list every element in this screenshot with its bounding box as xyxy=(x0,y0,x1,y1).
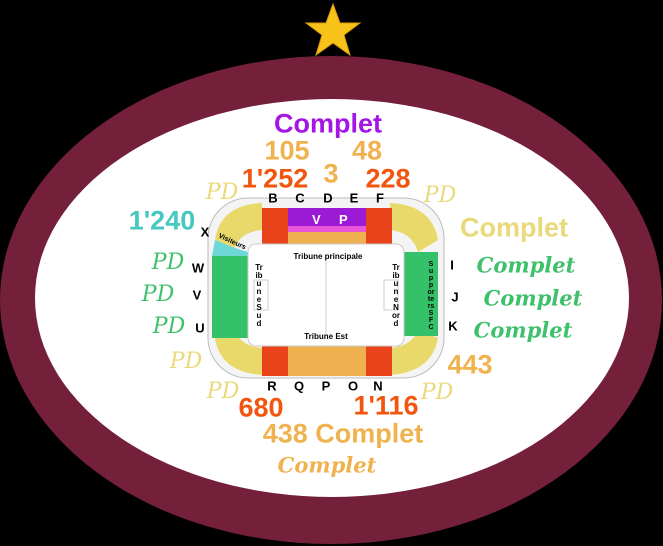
supporters-stand xyxy=(404,252,438,336)
section-o[interactable]: O xyxy=(347,378,359,394)
stand-vip-low xyxy=(288,226,366,232)
section-w[interactable]: W xyxy=(191,260,205,276)
corner-ne xyxy=(390,203,438,252)
section-d[interactable]: D xyxy=(323,190,333,206)
pd-sw2: PD xyxy=(206,379,240,404)
section-j[interactable]: J xyxy=(451,289,459,305)
stand-b xyxy=(262,208,288,244)
se-corner-count: 443 xyxy=(447,349,493,380)
b-count: 1'252 xyxy=(241,163,309,194)
vip-p: P xyxy=(339,212,348,227)
section-p[interactable]: P xyxy=(321,378,331,394)
e-count: 48 xyxy=(351,135,383,166)
stand-cde xyxy=(288,232,366,244)
tribune-nord-label: Tribune Nord xyxy=(392,263,400,328)
section-k[interactable]: K xyxy=(448,318,458,334)
star-icon xyxy=(304,2,362,57)
stand-f xyxy=(366,208,392,244)
corner-sw xyxy=(215,330,262,375)
section-n[interactable]: N xyxy=(373,378,383,394)
n-count: 1'116 xyxy=(353,390,419,421)
section-c[interactable]: C xyxy=(295,190,305,206)
i-status: Complet xyxy=(476,252,576,278)
corner-nw xyxy=(215,203,262,248)
east-status: 438 Complet xyxy=(262,418,424,449)
section-r[interactable]: R xyxy=(267,378,277,394)
east-lower-status: Complet xyxy=(277,452,377,478)
tribune-principale-label: Tribune principale xyxy=(293,252,363,261)
c-count: 105 xyxy=(264,135,310,166)
tribune-sud-label: Tribune Sud xyxy=(255,263,263,328)
section-e[interactable]: E xyxy=(349,190,359,206)
v-status: PD xyxy=(141,282,175,307)
vip-status: Complet xyxy=(274,108,382,139)
f-count: 228 xyxy=(365,163,411,194)
corner-se xyxy=(390,330,438,375)
stand-r xyxy=(262,346,288,376)
ne-corner-status: Complet xyxy=(460,212,568,243)
section-v[interactable]: V xyxy=(192,287,202,303)
pd-se2: PD xyxy=(420,380,454,405)
pd-nw: PD xyxy=(205,180,239,205)
section-i[interactable]: I xyxy=(450,257,454,273)
section-u[interactable]: U xyxy=(195,320,205,336)
section-x[interactable]: X xyxy=(200,224,210,240)
tribune-est-label: Tribune Est xyxy=(304,332,348,341)
x-count: 1'240 xyxy=(128,205,196,236)
section-f[interactable]: F xyxy=(376,190,384,206)
west-stand xyxy=(212,256,248,338)
pd-sw: PD xyxy=(169,349,203,374)
stand-vip xyxy=(288,208,366,226)
section-b[interactable]: B xyxy=(268,190,278,206)
stand-n xyxy=(366,346,392,376)
supporters-label: Supporters SFC xyxy=(427,261,435,331)
j-status: Complet xyxy=(483,285,583,311)
pd-ne: PD xyxy=(423,183,457,208)
d-count: 3 xyxy=(323,158,339,189)
vip-v: V xyxy=(312,212,321,227)
stand-qpo xyxy=(288,346,366,376)
w-status: PD xyxy=(151,250,185,275)
u-status: PD xyxy=(152,314,186,339)
r-count: 680 xyxy=(238,392,284,423)
section-q[interactable]: Q xyxy=(293,378,305,394)
k-status: Complet xyxy=(473,317,573,343)
